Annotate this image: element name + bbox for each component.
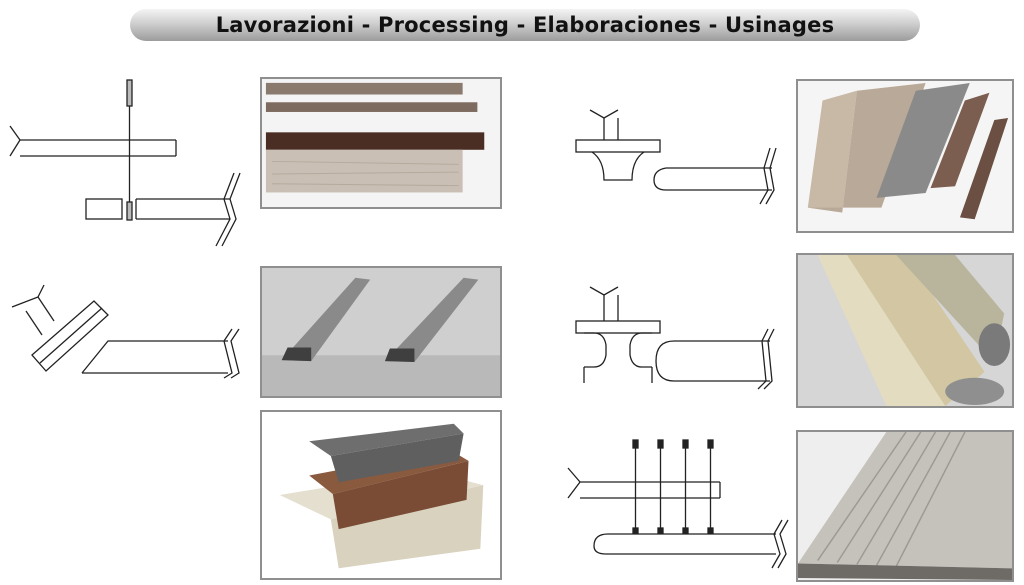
edge-rounding-cutter-icon [574,108,784,206]
bullnose-profiles-photo [796,253,1014,408]
bullnose-cutter-icon [574,285,784,390]
bevel-cutter-icon [10,283,245,379]
multi-groove-cutter-icon [566,436,791,571]
rounded-edge-strips-photo [796,79,1014,233]
rounded-bevel-strips-photo [260,266,502,398]
beveled-profiles-photo [260,410,502,580]
cut-strips-photo [260,77,502,209]
page-title: Lavorazioni - Processing - Elaboraciones… [215,13,835,37]
straight-cut-saw-icon [8,78,248,248]
grooved-step-photo [796,430,1014,582]
header-banner: Lavorazioni - Processing - Elaboraciones… [130,9,920,41]
